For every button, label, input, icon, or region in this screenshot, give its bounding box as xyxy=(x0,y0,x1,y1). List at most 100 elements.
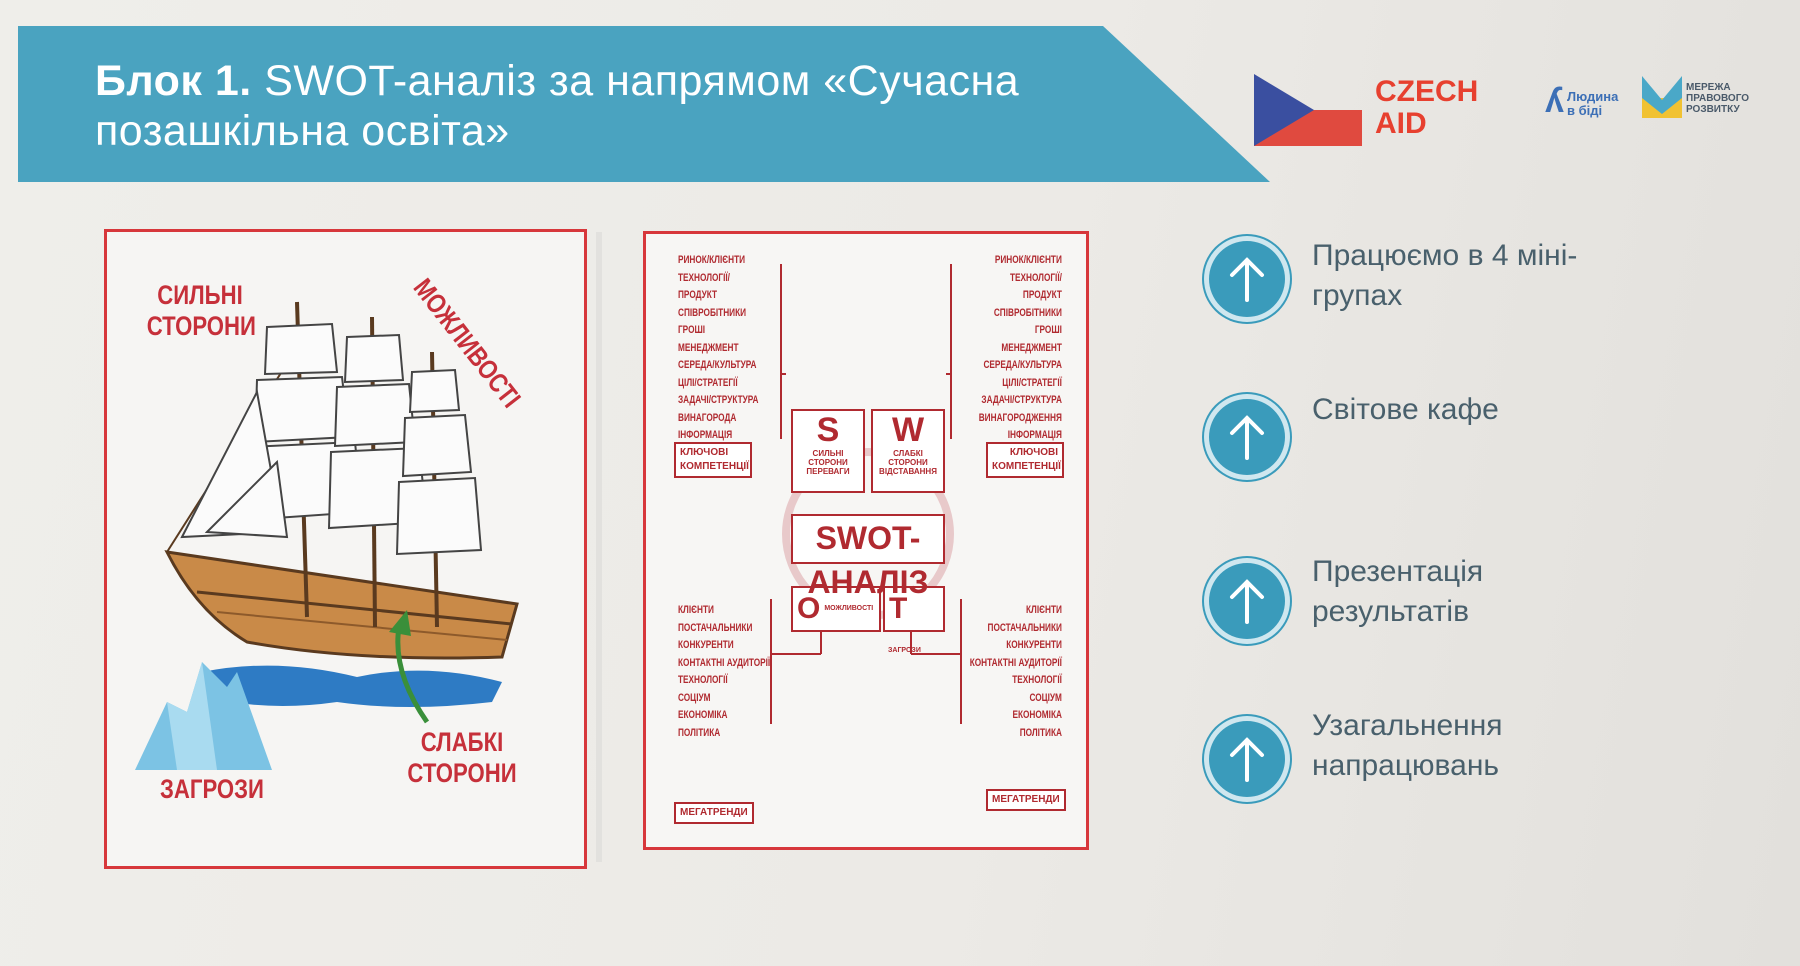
step-3: Презентація результатів xyxy=(1204,555,1764,658)
merezha-emblem-icon xyxy=(1642,76,1682,118)
step-4-circle xyxy=(1204,716,1290,802)
arrow-up-icon xyxy=(1230,579,1264,624)
w-caption: СЛАБКІ СТОРОНИ ВІДСТАВАННЯ xyxy=(879,449,937,476)
czech-aid-line1: CZECH xyxy=(1375,75,1479,108)
weaknesses-label: СЛАБКІ СТОРОНИ xyxy=(401,727,524,789)
opportunities-factors-list: КЛІЄНТИ ПОСТАЧАЛЬНИКИ КОНКУРЕНТИ КОНТАКТ… xyxy=(678,602,770,742)
strengths-factors-list: РИНОК/КЛІЄНТИ ТЕХНОЛОГІЇ/ ПРОДУКТ СПІВРО… xyxy=(678,252,758,445)
swot-s-cell: S СИЛЬНІ СТОРОНИ ПЕРЕВАГИ xyxy=(791,409,865,493)
step-3-text: Презентація результатів xyxy=(1312,552,1732,632)
list-item: ВИНАГОРОДА xyxy=(678,411,737,424)
list-item: ПОСТАЧАЛЬНИКИ xyxy=(678,621,753,634)
arrow-up-icon xyxy=(1230,415,1264,460)
threats-factors-list: КЛІЄНТИ ПОСТАЧАЛЬНИКИ КОНКУРЕНТИ КОНТАКТ… xyxy=(970,602,1062,742)
step-2-text: Світове кафе xyxy=(1312,390,1732,430)
list-item: СЕРЕДА/КУЛЬТУРА xyxy=(678,359,757,371)
list-item: ІНФОРМАЦІЯ xyxy=(678,429,733,441)
step-1-text: Працюємо в 4 міні- групах xyxy=(1312,236,1732,316)
step-3-line2: результатів xyxy=(1312,595,1470,628)
megatrends-box-left: МЕГАТРЕНДИ xyxy=(674,802,754,824)
step-3-circle xyxy=(1204,558,1290,644)
list-item: ЕКОНОМІКА xyxy=(678,709,728,721)
merezha-line3: РОЗВИТКУ xyxy=(1686,104,1740,115)
merezha-line2: ПРАВОВОГО xyxy=(1686,93,1750,104)
step-2-line1: Світове кафе xyxy=(1312,393,1499,426)
s-caption: СИЛЬНІ СТОРОНИ ПЕРЕВАГИ xyxy=(806,449,850,476)
strengths-line2: СТОРОНИ xyxy=(146,311,256,341)
merezha-logo: МЕРЕЖА ПРАВОВОГО РОЗВИТКУ xyxy=(1642,76,1749,124)
step-3-line1: Презентація xyxy=(1312,555,1484,588)
person-icon: ʎ xyxy=(1545,82,1564,120)
threats-label: ЗАГРОЗИ xyxy=(160,774,264,804)
step-1: Працюємо в 4 міні- групах xyxy=(1204,236,1764,336)
list-item: ЦІЛІ/СТРАТЕГІЇ xyxy=(1002,376,1062,389)
list-item: ЕКОНОМІКА xyxy=(1012,709,1062,721)
step-4-text: Узагальнення напрацювань xyxy=(1312,706,1732,786)
list-item: МЕНЕДЖМЕНТ xyxy=(1001,341,1062,354)
step-1-line1: Працюємо в 4 міні- xyxy=(1312,239,1578,272)
czech-aid-logo: CZECH AID xyxy=(1375,76,1478,140)
list-item: СЕРЕДА/КУЛЬТУРА xyxy=(983,359,1062,371)
strengths-line1: СИЛЬНІ xyxy=(157,280,243,310)
sailing-ship-illustration xyxy=(135,301,519,770)
list-item: ПРОДУКТ xyxy=(678,289,718,301)
ship-swot-card: СИЛЬНІ СТОРОНИ МОЖЛИВОСТІ ЗАГРОЗИ СЛАБКІ… xyxy=(104,229,587,869)
merezha-line1: МЕРЕЖА xyxy=(1686,82,1731,93)
partner-logos: CZECH AID ʎ Людина в біді МЕРЕЖА ПРАВОВО… xyxy=(1250,70,1770,160)
list-item: КОНКУРЕНТИ xyxy=(678,639,734,651)
list-item: ТЕХНОЛОГІЇ/ xyxy=(678,271,730,284)
step-4-line2: напрацювань xyxy=(1312,749,1500,782)
list-item: ТЕХНОЛОГІЇ xyxy=(678,674,728,686)
czech-flag-logo xyxy=(1254,74,1362,146)
step-1-circle xyxy=(1204,236,1290,322)
lyudyna-line1: Людина xyxy=(1567,89,1619,104)
weaknesses-factors-list: РИНОК/КЛІЄНТИ ТЕХНОЛОГІЇ/ ПРОДУКТ СПІВРО… xyxy=(979,252,1062,445)
step-4: Узагальнення напрацювань xyxy=(1204,709,1764,816)
list-item: СПІВРОБІТНИКИ xyxy=(993,306,1062,319)
list-item: ЦІЛІ/СТРАТЕГІЇ xyxy=(678,376,738,389)
list-item: КОНТАКТНІ АУДИТОРІЇ xyxy=(678,656,771,669)
list-item: ПОСТАЧАЛЬНИКИ xyxy=(987,621,1062,634)
step-1-line2: групах xyxy=(1312,279,1403,312)
swot-analysis-title: SWOT-АНАЛІЗ xyxy=(791,514,945,600)
list-item: КЛІЄНТИ xyxy=(1026,604,1062,616)
key-competences-box-left: КЛЮЧОВІ КОМПЕТЕНЦІЇ xyxy=(674,442,752,478)
title-line2: позашкільна освіта» xyxy=(95,107,510,155)
list-item: РИНОК/КЛІЄНТИ xyxy=(678,254,746,266)
t-caption: ЗАГРОЗИ xyxy=(888,647,921,654)
arrow-up-icon xyxy=(1230,257,1264,302)
title-line1: SWOT-аналіз за напрямом «Сучасна xyxy=(264,57,1020,105)
list-item: ГРОШІ xyxy=(678,324,706,336)
megatrends-box-right: МЕГАТРЕНДИ xyxy=(986,789,1066,811)
key-competences-box-right: КЛЮЧОВІ КОМПЕТЕНЦІЇ xyxy=(986,442,1064,478)
list-item: ТЕХНОЛОГІЇ xyxy=(1012,674,1062,686)
t-letter: T xyxy=(889,592,908,625)
list-item: СОЦІУМ xyxy=(1029,691,1062,704)
step-4-line1: Узагальнення xyxy=(1312,709,1503,742)
list-item: ЗАДАЧІ/СТРУКТУРА xyxy=(678,394,759,406)
list-item: СОЦІУМ xyxy=(678,691,711,704)
list-item: КОНКУРЕНТИ xyxy=(1006,639,1062,651)
list-item: ІНФОРМАЦІЯ xyxy=(1007,429,1062,441)
title-banner xyxy=(18,26,1270,182)
list-item: МЕНЕДЖМЕНТ xyxy=(678,341,739,354)
weaknesses-line2: СТОРОНИ xyxy=(407,758,517,788)
list-item: СПІВРОБІТНИКИ xyxy=(678,306,747,319)
o-letter: O xyxy=(797,592,821,625)
list-item: РИНОК/КЛІЄНТИ xyxy=(994,254,1062,266)
lyudyna-line2: в біді xyxy=(1567,103,1603,118)
strengths-label: СИЛЬНІ СТОРОНИ xyxy=(146,280,256,342)
list-item: ПОЛІТИКА xyxy=(1019,726,1062,739)
swot-w-cell: W СЛАБКІ СТОРОНИ ВІДСТАВАННЯ xyxy=(871,409,945,493)
arrow-up-icon xyxy=(1230,737,1264,782)
swot-t-cell: T ЗАГРОЗИ xyxy=(883,586,945,654)
list-item: ВИНАГОРОДЖЕННЯ xyxy=(978,411,1062,424)
list-item: ГРОШІ xyxy=(1034,324,1062,336)
list-item: КЛІЄНТИ xyxy=(678,604,714,616)
swot-o-cell: O МОЖЛИВОСТІ xyxy=(791,586,881,632)
list-item: ЗАДАЧІ/СТРУКТУРА xyxy=(981,394,1062,406)
list-item: ПОЛІТИКА xyxy=(678,726,721,739)
s-letter: S xyxy=(816,411,840,449)
list-item: ПРОДУКТ xyxy=(1022,289,1062,301)
